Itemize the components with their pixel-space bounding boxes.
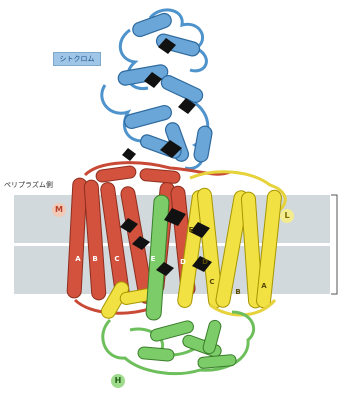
helix-label-l-b: B — [233, 288, 243, 296]
periplasm-label: ペリプラズム側 — [4, 180, 53, 190]
subunit-l-badge: L — [280, 209, 294, 223]
subunit-m-badge: M — [52, 203, 66, 217]
helix-label-l-d: D — [200, 258, 210, 266]
cytochrome-subunit — [102, 10, 213, 169]
cytochrome-label: シトクロム — [53, 52, 101, 66]
helix-label-l-a: A — [259, 282, 269, 290]
subunit-h — [103, 312, 254, 374]
membrane-bracket — [331, 195, 337, 294]
subunit-h-badge: H — [111, 374, 125, 388]
helix-label-l-e: E — [186, 226, 196, 234]
helix-label-m-c: C — [112, 255, 122, 263]
helix-label-m-a: A — [73, 255, 83, 263]
helix-label-m-d: D — [178, 258, 188, 266]
helix-label-m-e: E — [148, 255, 158, 263]
helix-label-m-b: B — [90, 255, 100, 263]
helix-label-l-c: C — [207, 278, 217, 286]
